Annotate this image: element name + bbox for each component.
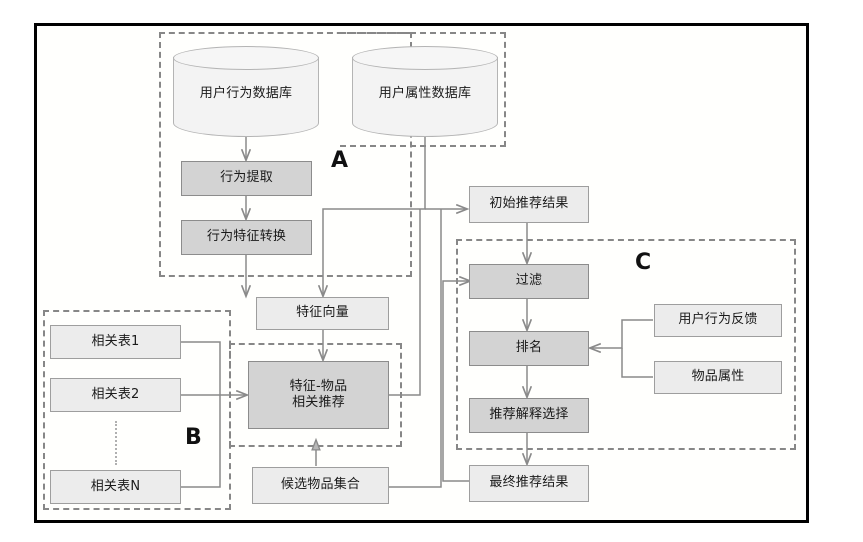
- database-user-attribute: 用户属性数据库: [352, 46, 498, 137]
- node-candidate-item-set[interactable]: 候选物品集合: [252, 467, 389, 504]
- cylinder-body: [352, 57, 498, 137]
- node-feature-vector[interactable]: 特征向量: [256, 297, 389, 330]
- node-feature-item-recommend-line2: 相关推荐: [292, 395, 345, 410]
- node-relation-table-1[interactable]: 相关表1: [50, 325, 181, 359]
- node-relation-table-n[interactable]: 相关表N: [50, 470, 181, 504]
- database-user-attribute-label: 用户属性数据库: [378, 86, 472, 101]
- cylinder-top: [173, 46, 319, 70]
- node-ranking[interactable]: 排名: [469, 331, 589, 366]
- ellipsis-dots: [115, 421, 117, 465]
- cylinder-top: [352, 46, 498, 70]
- group-a-label: A: [331, 148, 349, 173]
- node-filter[interactable]: 过滤: [469, 264, 589, 299]
- group-b-label: B: [185, 425, 202, 450]
- node-explanation-selection[interactable]: 推荐解释选择: [469, 398, 589, 433]
- node-feature-item-recommend-line1: 特征-物品: [289, 378, 348, 394]
- cylinder-body: [173, 57, 319, 137]
- node-final-recommend-result[interactable]: 最终推荐结果: [469, 465, 589, 502]
- database-user-behavior: 用户行为数据库: [173, 46, 319, 137]
- node-item-attribute[interactable]: 物品属性: [654, 361, 782, 394]
- node-feature-item-recommend[interactable]: 特征-物品 相关推荐: [248, 361, 389, 429]
- node-behavior-extraction[interactable]: 行为提取: [181, 161, 312, 196]
- node-relation-table-2[interactable]: 相关表2: [50, 378, 181, 412]
- group-c-label: C: [635, 250, 652, 275]
- node-user-behavior-feedback[interactable]: 用户行为反馈: [654, 304, 782, 337]
- node-initial-recommend-result[interactable]: 初始推荐结果: [469, 186, 589, 223]
- node-behavior-feature-transform[interactable]: 行为特征转换: [181, 220, 312, 255]
- database-user-behavior-label: 用户行为数据库: [199, 86, 293, 101]
